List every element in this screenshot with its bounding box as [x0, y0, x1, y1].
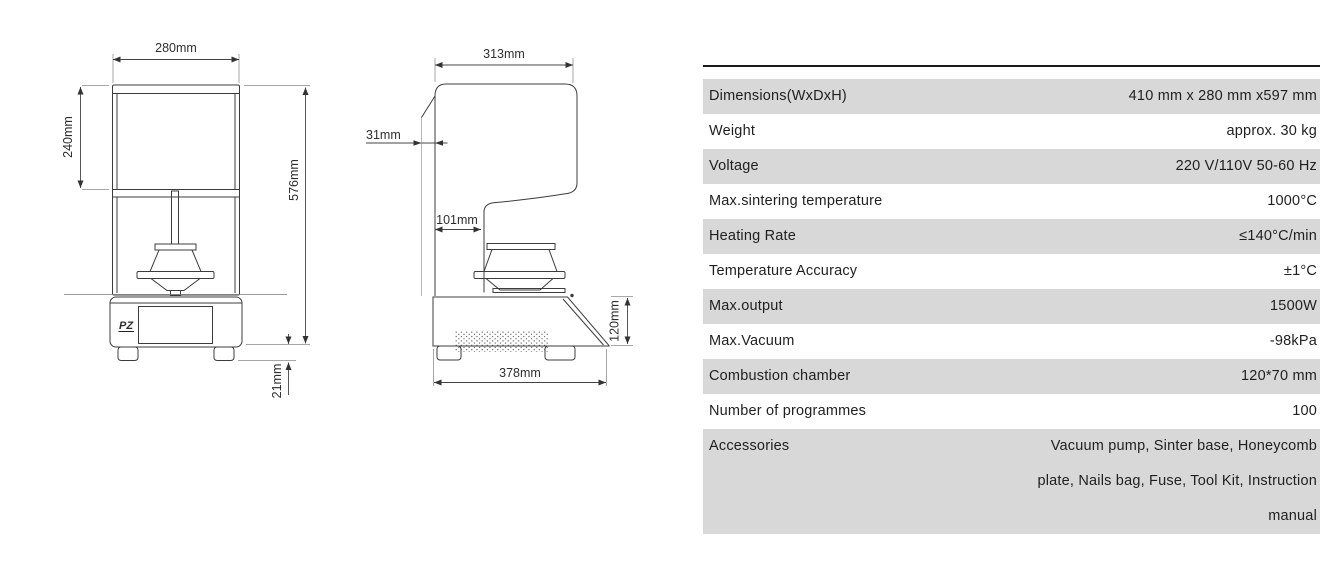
spec-label: Accessories [709, 438, 790, 454]
side-right-foot [544, 345, 576, 361]
spec-value: 1000°C [1267, 193, 1317, 209]
dim-label-foot-height: 21mm [270, 364, 284, 399]
side-sinter-assembly [473, 243, 574, 298]
front-sinter-flange [154, 243, 197, 251]
spec-row-max-sintering-temperature: Max.sintering temperature 1000°C [703, 184, 1320, 219]
spec-label: Weight [709, 123, 756, 139]
side-chamber-outline [421, 83, 578, 296]
front-shaft [171, 190, 179, 245]
front-sinter-cone [149, 249, 202, 272]
ventilation-holes [455, 330, 548, 352]
dim-arrow [435, 140, 443, 146]
front-base-unit [109, 296, 243, 361]
spec-value: Vacuum pump, Sinter base, Honeycomb plat… [1037, 429, 1317, 534]
dim-arrow [413, 140, 422, 146]
spec-label: Voltage [709, 158, 759, 174]
dim-label-base-depth: 378mm [499, 366, 541, 380]
spec-row-weight: Weight approx. 30 kg [703, 114, 1320, 149]
side-view-drawing: 313mm 31mm 101mm 120mm 378mm [366, 47, 633, 386]
dim-label-width: 280mm [155, 41, 197, 55]
side-display-panel [562, 298, 604, 346]
front-body-outline [112, 84, 240, 296]
spec-value: ≤140°C/min [1239, 228, 1317, 244]
spec-label: Combustion chamber [709, 368, 851, 384]
dim-label-total-height: 576mm [287, 159, 301, 201]
spec-label: Max.output [709, 298, 783, 314]
front-right-foot [213, 346, 235, 361]
side-dimension-lines [366, 62, 631, 386]
spec-value: approx. 30 kg [1226, 123, 1317, 139]
dim-label-upper-height: 240mm [61, 116, 75, 158]
dim-label-front-offset: 101mm [436, 213, 478, 227]
spec-value: 410 mm x 280 mm x597 mm [1128, 88, 1317, 104]
spec-value-line: plate, Nails bag, Fuse, Tool Kit, Instru… [1037, 473, 1317, 489]
spec-row-voltage: Voltage 220 V/110V 50-60 Hz [703, 149, 1320, 184]
dim-label-base-height: 120mm [608, 300, 622, 342]
spec-row-temperature-accuracy: Temperature Accuracy ±1°C [703, 254, 1320, 289]
dim-label-top-depth: 313mm [483, 47, 525, 61]
spec-value: 220 V/110V 50-60 Hz [1175, 158, 1317, 174]
spec-label: Dimensions(WxDxH) [709, 88, 847, 104]
spec-row-heating-rate: Heating Rate ≤140°C/min [703, 219, 1320, 254]
spec-row-accessories: Accessories Vacuum pump, Sinter base, Ho… [703, 429, 1320, 534]
spec-label: Max.Vacuum [709, 333, 795, 349]
front-left-foot [117, 346, 139, 361]
spec-label: Number of programmes [709, 403, 867, 419]
spec-row-max-vacuum: Max.Vacuum -98kPa [703, 324, 1320, 359]
front-dimension-lines [77, 56, 309, 395]
spec-row-combustion-chamber: Combustion chamber 120*70 mm [703, 359, 1320, 394]
dim-label-back-offset: 31mm [366, 128, 401, 142]
front-sinter-cup [149, 278, 202, 291]
spec-value: 1500W [1270, 298, 1317, 314]
spec-value: 120*70 mm [1241, 368, 1317, 384]
front-extension-lines [82, 54, 310, 361]
drawing-canvas: 280mm 240mm 576mm 21mm [61, 41, 633, 398]
side-left-foot [436, 345, 462, 361]
spec-row-programmes: Number of programmes 100 [703, 394, 1320, 429]
spec-value-line: manual [1268, 508, 1317, 524]
spec-value: -98kPa [1269, 333, 1317, 349]
spec-value: 100 [1292, 403, 1317, 419]
spec-row-max-output: Max.output 1500W [703, 289, 1320, 324]
spec-value: ±1°C [1283, 263, 1317, 279]
brand-logo: PZ [119, 320, 134, 332]
spec-table: Dimensions(WxDxH) 410 mm x 280 mm x597 m… [703, 65, 1320, 534]
front-sinter-plate [136, 271, 215, 279]
spec-label: Max.sintering temperature [709, 193, 883, 209]
front-view-drawing: 280mm 240mm 576mm 21mm [61, 41, 310, 398]
table-top-rule [703, 65, 1320, 67]
side-base-unit [432, 296, 610, 361]
spec-label: Heating Rate [709, 228, 797, 244]
spec-label: Temperature Accuracy [709, 263, 858, 279]
front-display-screen [138, 306, 213, 344]
technical-drawings: 280mm 240mm 576mm 21mm [61, 41, 633, 398]
spec-row-dimensions: Dimensions(WxDxH) 410 mm x 280 mm x597 m… [703, 79, 1320, 114]
spec-value-line: Vacuum pump, Sinter base, Honeycomb [1050, 438, 1317, 454]
